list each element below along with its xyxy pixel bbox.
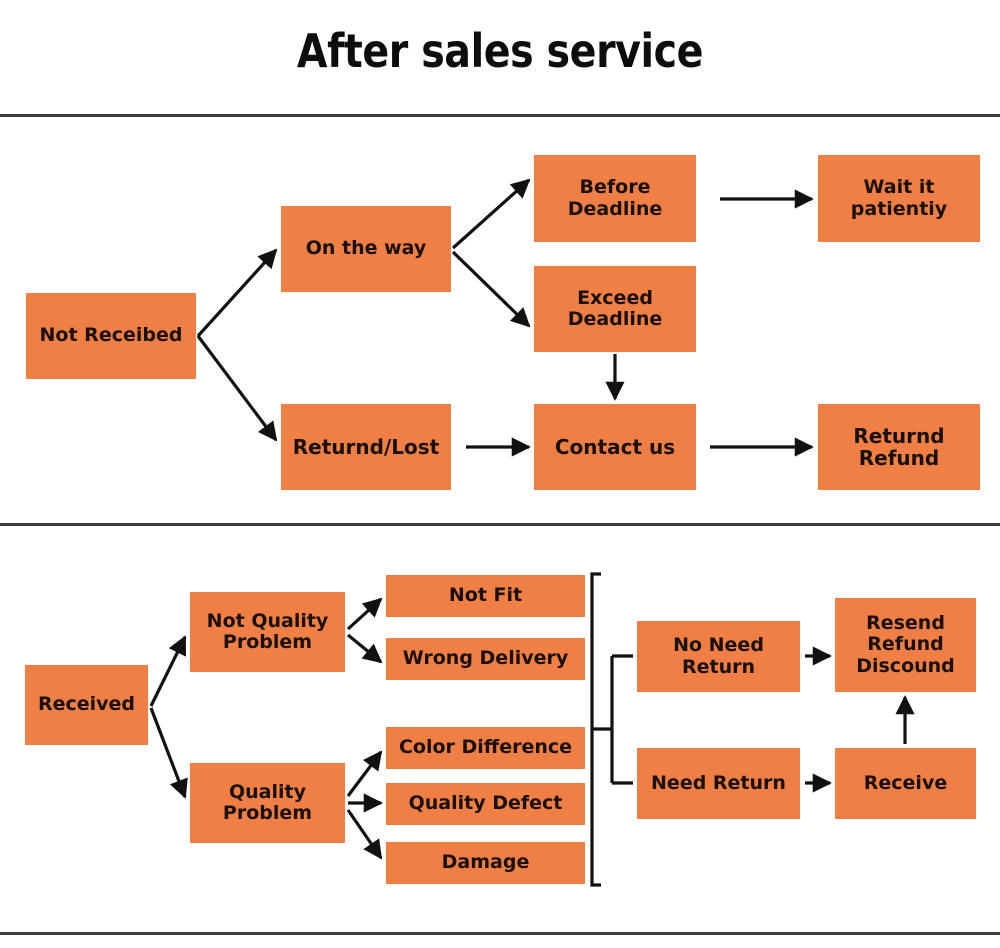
node-wait-it-patientiy[interactable]: Wait it patientiy [818,155,980,242]
edge-ontheway-beforedeadline [451,178,531,250]
node-returnd-refund[interactable]: Returnd Refund [818,404,980,490]
edge-qualityproblem-damage [346,809,383,860]
node-quality-problem[interactable]: Quality Problem [190,763,345,843]
edge-notreceibed-ontheway [196,248,278,338]
bracket-reasons [590,572,601,887]
edge-ontheway-exceeddeadline [451,250,531,328]
page-title: After sales service [296,24,704,78]
node-exceed-deadline[interactable]: Exceed Deadline [534,266,696,352]
edge-notreceibed-returndlost [196,335,278,442]
node-before-deadline[interactable]: Before Deadline [534,155,696,242]
node-wrong-delivery[interactable]: Wrong Delivery [386,638,585,680]
node-need-return[interactable]: Need Return [637,748,800,819]
node-contact-us[interactable]: Contact us [534,404,696,490]
divider-bottom [0,932,1000,935]
edge-notquality-notfit [346,597,383,631]
node-quality-defect[interactable]: Quality Defect [386,783,585,825]
edge-received-qualityproblem [149,707,188,799]
node-on-the-way[interactable]: On the way [281,206,451,292]
edge-received-notquality [149,635,187,707]
node-not-fit[interactable]: Not Fit [386,575,585,617]
node-not-quality-problem[interactable]: Not Quality Problem [190,592,345,672]
node-returnd-lost[interactable]: Returnd/Lost [281,404,451,490]
divider-top [0,114,1000,117]
node-received[interactable]: Received [25,665,148,745]
node-damage[interactable]: Damage [386,842,585,884]
node-color-difference[interactable]: Color Difference [386,727,585,769]
edge-notquality-wrongdelivery [346,633,383,664]
node-no-need-return[interactable]: No Need Return [637,621,800,692]
divider-middle [0,523,1000,526]
node-not-receibed[interactable]: Not Receibed [26,293,196,379]
node-resend-refund-discound[interactable]: Resend Refund Discound [835,598,976,692]
node-receive[interactable]: Receive [835,748,976,819]
edge-qualityproblem-colordifference [346,750,383,797]
